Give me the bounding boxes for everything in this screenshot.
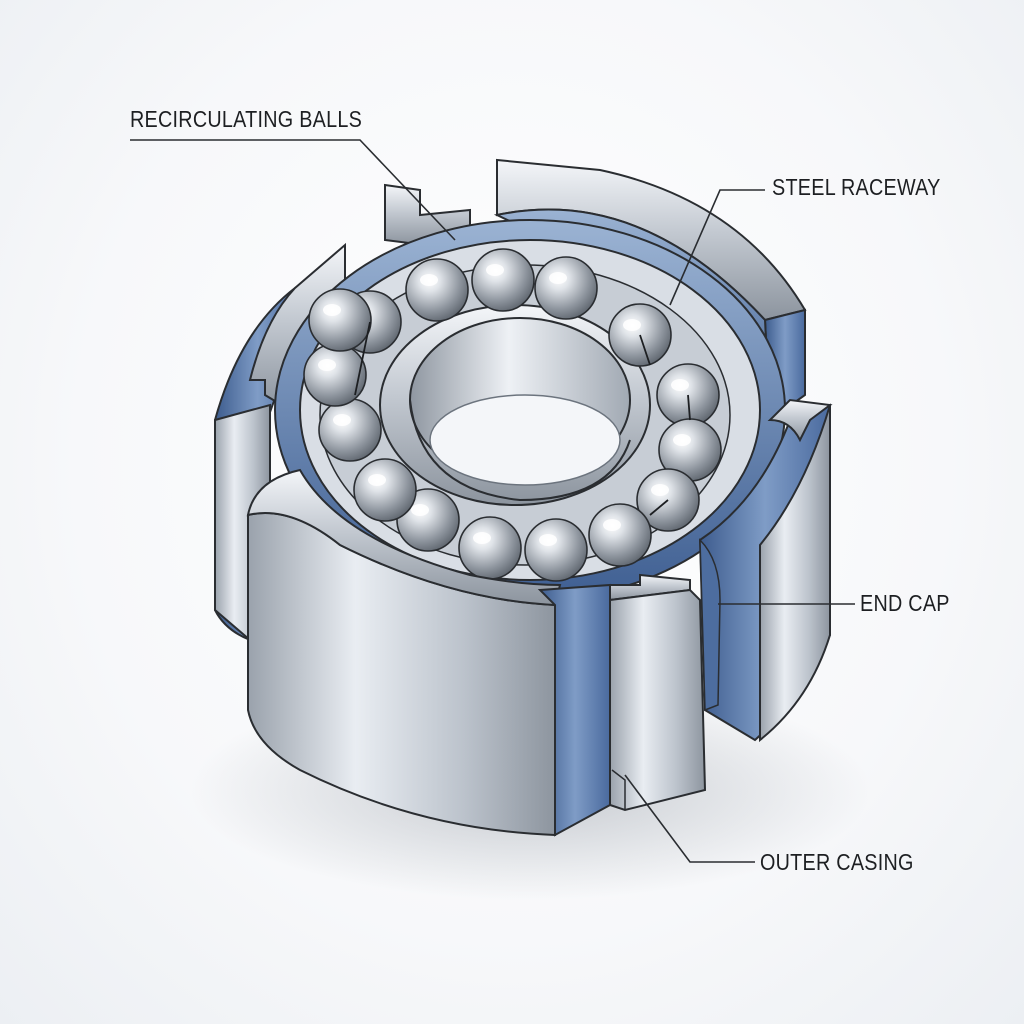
flow-arrow (649, 499, 669, 516)
ball-highlight (323, 304, 341, 316)
ball (524, 518, 588, 582)
end-cap-right (698, 398, 833, 743)
label-end-cap: END CAP (860, 590, 950, 616)
flow-arrow (639, 334, 651, 366)
leader-balls (130, 139, 456, 241)
label-outer-casing: OUTER CASING (760, 849, 914, 875)
ball-highlight (673, 434, 691, 446)
ball-highlight (623, 319, 641, 331)
ball-highlight (368, 474, 386, 486)
ball-highlight (539, 534, 557, 546)
outer-casing-front (246, 468, 707, 837)
ball-highlight (333, 414, 351, 426)
label-recirculating-balls: RECIRCULATING BALLS (130, 106, 363, 132)
ball-highlight (473, 532, 491, 544)
ball (458, 516, 522, 580)
ball (534, 256, 598, 320)
ball-highlight (420, 274, 438, 286)
ball (303, 343, 367, 407)
leader-raceway (669, 189, 765, 306)
ball-highlight (318, 359, 336, 371)
flow-arrow (354, 321, 371, 396)
ball (318, 398, 382, 462)
leader-casing (624, 774, 755, 863)
ball (308, 288, 372, 352)
ball-highlight (486, 264, 504, 276)
label-steel-raceway: STEEL RACEWAY (772, 174, 941, 200)
leader-lines (130, 139, 855, 863)
flow-arrow (687, 394, 691, 421)
ball (588, 503, 652, 567)
ball (405, 258, 469, 322)
ball-set (303, 248, 722, 582)
ball-highlight (549, 272, 567, 284)
ball-highlight (603, 519, 621, 531)
ball (353, 458, 417, 522)
ball-highlight (671, 379, 689, 391)
ball-highlight (651, 484, 669, 496)
inner-bore (379, 304, 651, 506)
ball (471, 248, 535, 312)
ball-highlight (411, 504, 429, 516)
